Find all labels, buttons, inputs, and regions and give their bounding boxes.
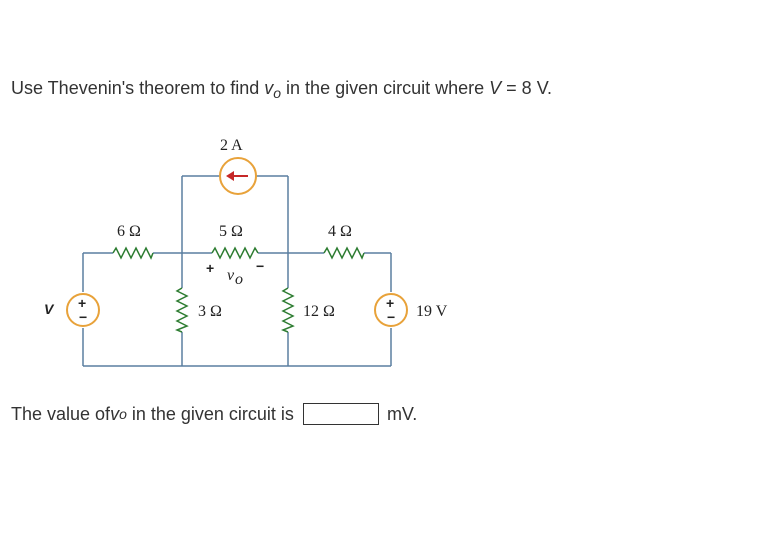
question-given-var: V [489, 78, 502, 98]
question-middle: in the given circuit where [281, 78, 490, 98]
source-v-plus: + [78, 295, 86, 311]
resistor-4-ohm [323, 246, 365, 260]
vo-plus-sign: + [206, 260, 214, 276]
question-var-sub: o [273, 85, 282, 101]
answer-middle: in the given circuit is [126, 404, 299, 424]
question-text: Use Thevenin's theorem to find vo in the… [11, 76, 552, 105]
voltage-source-19v [374, 293, 408, 327]
current-source [219, 157, 257, 195]
circuit-wires [82, 175, 392, 367]
resistor-6-ohm [112, 246, 154, 260]
current-source-label: 2 A [220, 137, 243, 154]
r5-label: 5 Ω [219, 223, 243, 240]
vo-minus-sign: − [256, 258, 264, 274]
question-var: v [264, 78, 274, 98]
r4-label: 4 Ω [328, 223, 352, 240]
answer-unit: mV. [386, 404, 418, 424]
source-v-label: V [44, 301, 55, 317]
vo-label-sub: o [235, 271, 243, 288]
arrow-left-icon [226, 171, 234, 181]
question-given-value: = 8 V. [501, 78, 553, 98]
question-prefix: Use Thevenin's theorem to find [11, 78, 265, 98]
r12-label: 12 Ω [303, 303, 335, 320]
source-19v-plus: + [386, 295, 394, 311]
resistor-5-ohm [211, 246, 259, 260]
resistor-3-ohm [174, 287, 189, 333]
answer-prefix: The value of [11, 404, 111, 424]
r3-label: 3 Ω [198, 303, 222, 320]
answer-row: The value of v o in the given circuit is… [11, 402, 417, 426]
resistor-12-ohm [280, 287, 295, 333]
source-19v-minus: − [387, 309, 395, 325]
answer-var-sub: o [119, 406, 127, 422]
answer-var: v [110, 404, 120, 424]
r6-label: 6 Ω [117, 223, 141, 240]
source-19v-label: 19 V [416, 303, 448, 320]
voltage-source-v [66, 293, 100, 327]
source-v-minus: − [79, 309, 87, 325]
vo-label: v [227, 267, 235, 284]
answer-input[interactable] [302, 403, 379, 425]
